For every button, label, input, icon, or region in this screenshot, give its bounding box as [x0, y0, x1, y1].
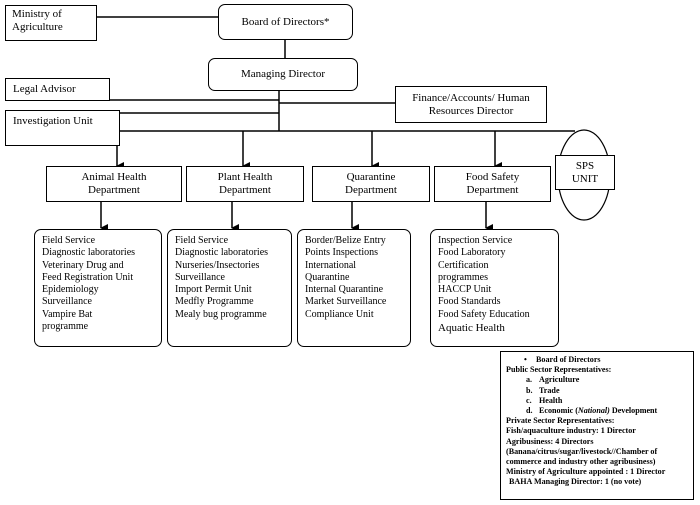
note-line: BAHA Managing Director: 1 (no vote) [509, 477, 642, 487]
ministry-box: Ministry of Agriculture [5, 5, 97, 41]
board-box: Board of Directors* [218, 4, 353, 40]
list-item: Compliance Unit [305, 308, 374, 320]
list-item: programmes [438, 271, 488, 283]
note-line: Ministry of Agriculture appointed : 1 Di… [506, 467, 666, 477]
list-item: Market Surveillance [305, 296, 387, 308]
investigation-box: Investigation Unit [5, 110, 120, 146]
board-label: Board of Directors* [241, 15, 330, 28]
department-plant-health: Plant Health Department [186, 166, 304, 202]
note-public-item: b.Trade [526, 385, 560, 395]
note-line: Agribusiness: 4 Directors [506, 436, 594, 446]
list-item: Nurseries/Insectories [175, 259, 260, 271]
department-label: Food Safety Department [465, 171, 520, 196]
list-item: Import Permit Unit [175, 284, 252, 296]
list-item: Field Service [175, 235, 229, 246]
managing-director-box: Managing Director [208, 58, 358, 91]
list-item: Border/Belize Entry [305, 235, 386, 246]
list-item: Epidemiology [42, 284, 99, 296]
list-item: Surveillance [175, 271, 225, 283]
list-item: Diagnostic laboratories [42, 247, 136, 259]
note-bullet-row: • Board of Directors [506, 355, 693, 365]
sps-unit-label: SPS UNIT [571, 159, 599, 185]
list-item: Diagnostic laboratories [175, 247, 269, 259]
note-public-item-economic: d.Economic (National) Development [526, 406, 658, 416]
list-item: Certification [438, 259, 489, 271]
ministry-label: Ministry of Agriculture [12, 8, 63, 33]
list-item: International [305, 259, 357, 271]
board-composition-note: • Board of Directors Public Sector Repres… [500, 351, 694, 500]
managing-director-label: Managing Director [241, 68, 325, 80]
department-label: Animal Health Department [81, 171, 147, 196]
investigation-label: Investigation Unit [13, 115, 93, 127]
list-item: Food Standards [438, 296, 501, 308]
list-item: programme [42, 321, 89, 333]
note-public-item: c.Health [526, 395, 563, 405]
quarantine-functions: Border/Belize Entry Points Inspections I… [297, 229, 411, 347]
department-food-safety: Food Safety Department [434, 166, 551, 202]
department-animal-health: Animal Health Department [46, 166, 182, 202]
note-line: Fish/aquaculture industry: 1 Director [506, 426, 636, 436]
list-item: Points Inspections [305, 247, 379, 259]
note-line: commerce and industry other agribusiness… [506, 457, 656, 467]
note-public-item: a.Agriculture [526, 375, 580, 385]
department-quarantine: Quarantine Department [312, 166, 430, 202]
bullet-icon: • [524, 355, 527, 364]
finance-label: Finance/Accounts/ Human Resources Direct… [412, 91, 530, 117]
legal-advisor-box: Legal Advisor [5, 78, 110, 101]
list-item: Medfly Programme [175, 296, 254, 308]
list-item: HACCP Unit [438, 284, 492, 296]
list-item: Field Service [42, 235, 96, 246]
department-label: Quarantine Department [345, 171, 397, 196]
legal-advisor-label: Legal Advisor [13, 83, 76, 95]
list-item: Food Safety Education [438, 308, 530, 320]
list-item: Internal Quarantine [305, 284, 384, 296]
list-item: Feed Registration Unit [42, 271, 134, 283]
animal-health-functions: Field Service Diagnostic laboratories Ve… [34, 229, 162, 347]
note-line: (Banana/citrus/sugar/livestock//Chamber … [506, 446, 658, 456]
sps-unit-box: SPS UNIT [555, 155, 615, 190]
list-item: Veterinary Drug and [42, 259, 124, 271]
list-item: Surveillance [42, 296, 92, 308]
food-safety-functions: Inspection Service Food Laboratory Certi… [430, 229, 559, 347]
private-sector-header: Private Sector Representatives: [506, 416, 615, 426]
public-sector-header: Public Sector Representatives: [506, 365, 612, 375]
list-item: Vampire Bat [42, 308, 93, 320]
note-bullet-label: Board of Directors [536, 355, 601, 364]
list-item: Aquatic Health [438, 322, 505, 335]
list-item: Food Laboratory [438, 247, 506, 259]
list-item: Quarantine [305, 271, 350, 283]
list-item: Mealy bug programme [175, 308, 267, 320]
plant-health-functions: Field Service Diagnostic laboratories Nu… [167, 229, 292, 347]
department-label: Plant Health Department [217, 171, 273, 196]
finance-box: Finance/Accounts/ Human Resources Direct… [395, 86, 547, 123]
list-item: Inspection Service [438, 235, 513, 246]
